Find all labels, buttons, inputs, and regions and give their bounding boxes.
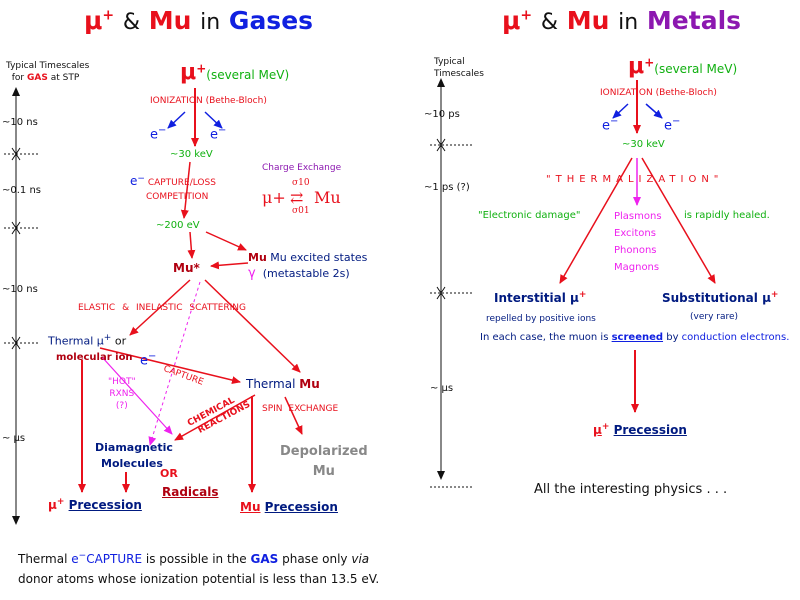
gases-muplus-precession: μ+ Precession [48, 497, 142, 512]
gases-hot-rxns: "HOT" RXNS (?) [108, 377, 136, 411]
gases-electron-left: e− [150, 125, 167, 143]
metals-ionization: IONIZATION (Bethe-Bloch) [600, 88, 717, 98]
gases-capture-loss: e− CAPTURE/LOSS COMPETITION [130, 174, 216, 202]
gases-elastic-scattering: ELASTIC & INELASTIC SCATTERING [78, 303, 247, 313]
gases-spin-exchange: SPIN EXCHANGE [262, 404, 339, 414]
gases-or: OR [160, 467, 178, 480]
gases-timescale-header: Typical Timescales for GAS at STP [6, 61, 90, 83]
gases-mu-precession: Mu Precession [240, 500, 338, 514]
gases-30kev: ~30 keV [170, 149, 213, 160]
gases-timescale-10ns-b: ~10 ns [2, 284, 38, 295]
gases-footer-note: Thermal e−CAPTURE is possible in the GAS… [18, 551, 380, 586]
gases-mu-star: Mu* [173, 261, 200, 275]
metals-substitutional: Substitutional μ+ [662, 290, 779, 305]
metals-electron-left: e− [602, 116, 619, 134]
gases-radicals: Radicals [162, 485, 219, 499]
gases-timescale-01ns: ~0.1 ns [2, 185, 42, 196]
metals-flow-arrows [559, 80, 716, 413]
gases-mu-excited: Mu Mu excited states γ (metastable 2s) [248, 251, 368, 281]
gases-timescale-us: ~ μs [2, 433, 26, 444]
metals-timescale-1ps: ~1 ps (?) [424, 182, 470, 193]
metals-interstitial: Interstitial μ+ [494, 290, 587, 305]
gases-muon-top: μ+(several MeV) [180, 60, 290, 85]
metals-timescale-header: Typical Timescales [434, 57, 484, 79]
metals-excitations: Plasmons Excitons Phonons Magnons [614, 211, 662, 273]
metals-interesting-physics: All the interesting physics . . . [534, 482, 728, 497]
metals-electronic-damage: "Electronic damage" [478, 210, 581, 221]
gases-charge-exchange-label: Charge Exchange [262, 163, 342, 173]
gases-title: μ+ & Mu in Gases [84, 6, 314, 35]
gases-timescale-axis [4, 87, 40, 525]
gases-ionization: IONIZATION (Bethe-Bloch) [150, 96, 267, 106]
gases-capture-electron: e− [140, 351, 157, 369]
gases-200ev: ~200 eV [156, 220, 200, 231]
metals-30kev: ~30 keV [622, 139, 665, 150]
metals-title: μ+ & Mu in Metals [502, 6, 742, 35]
metals-rapidly-healed: is rapidly healed. [684, 210, 770, 221]
metals-precession: μ+ Precession [593, 422, 687, 437]
metals-screened-note: In each case, the muon is screened by co… [480, 332, 790, 343]
exchange-arrows-icon: ⇄ [290, 188, 304, 207]
metals-timescale-us: ~ μs [430, 383, 454, 394]
metals-substitutional-note: (very rare) [690, 312, 739, 322]
gases-electron-right: e− [210, 125, 227, 143]
metals-muon-top: μ+(several MeV) [628, 54, 738, 79]
gases-timescale-10ns-a: ~10 ns [2, 117, 38, 128]
metals-electron-right: e− [664, 116, 681, 134]
gases-diamagnetic: Diamagnetic Molecules [95, 441, 173, 470]
metals-timescale-10ps: ~10 ps [424, 109, 460, 120]
metals-timescale-axis [430, 78, 474, 488]
metals-interstitial-note: repelled by positive ions [486, 314, 596, 324]
gases-thermal-muplus: Thermal μ+ or molecular ion [48, 333, 133, 363]
gases-thermal-Mu: Thermal Mu [246, 377, 320, 391]
gases-depolarized: Depolarized Mu [280, 444, 368, 479]
gases-flow-arrows [78, 88, 303, 493]
metals-thermalization: "THERMALIZATION" [546, 174, 724, 185]
